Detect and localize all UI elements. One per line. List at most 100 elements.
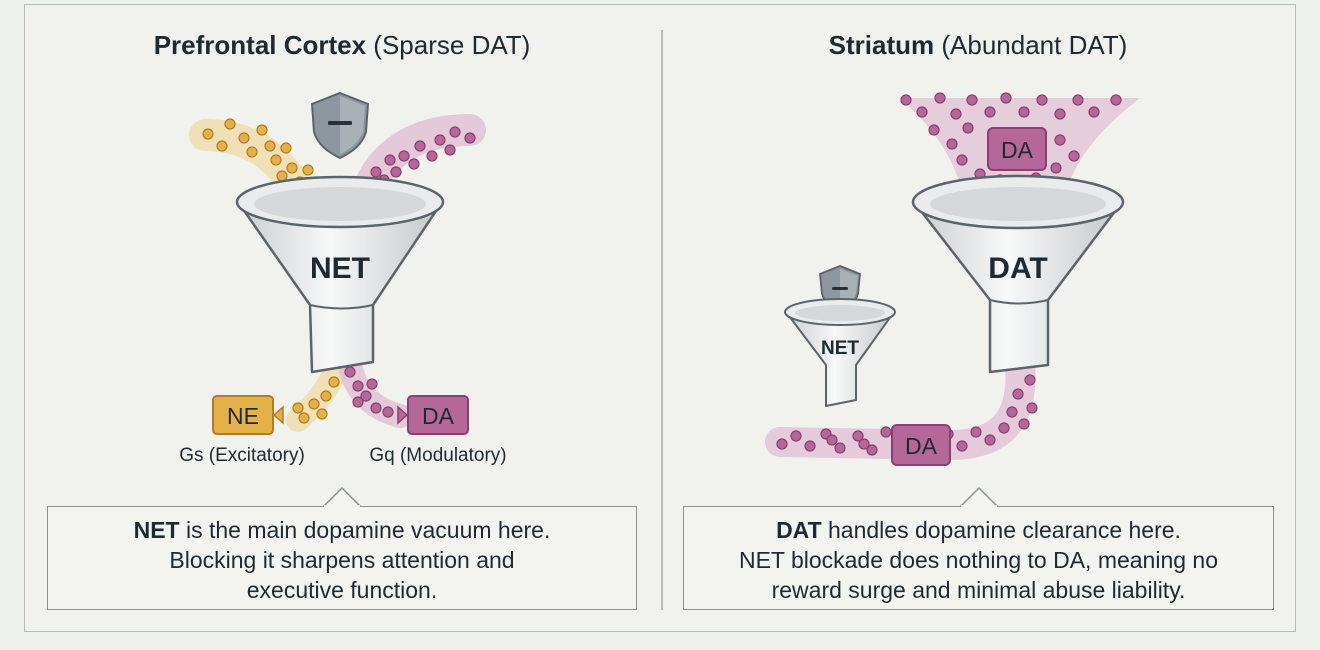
left-funnel-label: NET	[310, 252, 370, 285]
da-bottom-badge	[891, 424, 951, 466]
particle	[1072, 94, 1084, 106]
particle	[1026, 402, 1038, 414]
right-callout: DAT handles dopamine clearance here. NET…	[683, 506, 1274, 610]
particle	[1088, 106, 1100, 118]
particle	[1006, 406, 1018, 418]
ne-label: NE	[227, 403, 259, 429]
particle	[804, 440, 816, 452]
particle	[328, 376, 340, 388]
small-funnel-label: NET	[821, 338, 859, 359]
arrow-right-icon	[397, 405, 409, 425]
particle	[1012, 388, 1024, 400]
ne-badge	[212, 395, 284, 435]
left-callout-pointer	[322, 486, 362, 508]
da-top-badge	[987, 127, 1047, 171]
particle	[382, 406, 394, 418]
particle	[1068, 150, 1080, 162]
particle	[928, 124, 940, 136]
particle	[352, 396, 364, 408]
particle	[286, 162, 298, 174]
particle	[202, 128, 214, 140]
particle	[858, 438, 870, 450]
particle	[1018, 106, 1030, 118]
particle	[444, 144, 456, 156]
da-top-label: DA	[1001, 137, 1034, 163]
particle	[302, 164, 314, 176]
funnel-icon	[784, 298, 896, 407]
particle	[308, 398, 320, 410]
gs-label: Gs (Excitatory)	[179, 445, 305, 466]
particle	[360, 390, 372, 402]
arrow-left-icon	[272, 405, 284, 425]
particle	[352, 380, 364, 392]
particle	[224, 118, 236, 130]
particle	[246, 146, 258, 158]
particle	[256, 124, 268, 136]
particle	[866, 444, 878, 456]
particle	[962, 122, 974, 134]
particle	[238, 132, 250, 144]
particle	[320, 390, 332, 402]
particle	[414, 140, 426, 152]
particle	[366, 378, 378, 390]
particle	[370, 166, 382, 178]
particle	[216, 140, 228, 152]
particle	[950, 108, 962, 120]
particle	[1018, 418, 1030, 430]
da-label-left: DA	[422, 403, 455, 429]
particle	[264, 140, 276, 152]
funnel-icon	[911, 174, 1125, 374]
da-badge	[397, 395, 469, 435]
particle	[790, 430, 802, 442]
panel-divider	[661, 30, 663, 610]
particle	[984, 434, 996, 446]
right-panel-title: Striatum (Abundant DAT)	[828, 30, 1128, 60]
particle	[390, 166, 402, 178]
particle	[970, 426, 982, 438]
da-stream-right	[765, 350, 1036, 461]
particle	[270, 154, 282, 166]
particle	[434, 134, 446, 146]
particle	[384, 154, 396, 166]
left-callout: NET is the main dopamine vacuum here. Bl…	[47, 506, 637, 610]
particle	[1054, 108, 1066, 120]
particle	[984, 106, 996, 118]
particle	[1036, 94, 1048, 106]
particle	[316, 408, 328, 420]
da-bottom-label: DA	[905, 433, 938, 459]
particle	[880, 426, 892, 438]
particle	[449, 126, 461, 138]
particle	[1000, 92, 1012, 104]
particle	[826, 434, 838, 446]
particle	[344, 366, 356, 378]
big-funnel-label: DAT	[988, 252, 1047, 285]
particle	[292, 402, 304, 414]
particle	[900, 94, 912, 106]
particle	[398, 150, 410, 162]
gq-label: Gq (Modulatory)	[369, 445, 506, 466]
particle	[1054, 134, 1066, 146]
particle	[934, 92, 946, 104]
particle	[946, 138, 958, 150]
particle	[776, 438, 788, 450]
particle	[408, 158, 420, 170]
funnel-icon	[235, 175, 445, 374]
particle	[834, 442, 846, 454]
particle	[956, 154, 968, 166]
shield-minus-icon	[310, 91, 370, 160]
particle	[852, 430, 864, 442]
particle	[1050, 162, 1062, 174]
particle	[370, 402, 382, 414]
particle	[298, 412, 310, 424]
particle	[426, 150, 438, 162]
left-panel-title: Prefrontal Cortex (Sparse DAT)	[153, 30, 531, 60]
particle	[956, 440, 968, 452]
particle	[916, 106, 928, 118]
particle	[280, 142, 292, 154]
particle	[464, 132, 476, 144]
right-callout-pointer	[959, 486, 999, 508]
particle	[1024, 374, 1036, 386]
particle	[998, 422, 1010, 434]
particle	[966, 94, 978, 106]
